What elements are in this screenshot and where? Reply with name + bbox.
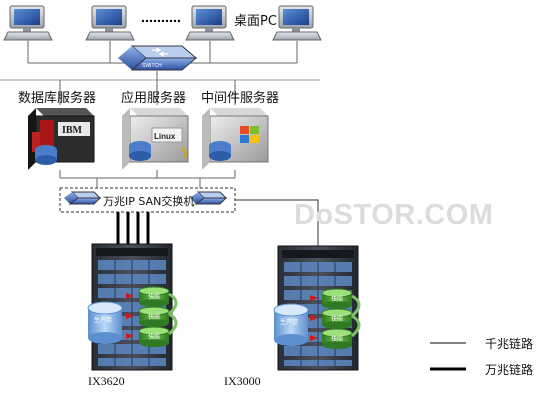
- desktop-pc-icon: [272, 5, 322, 41]
- desktop-pc-icon: [185, 5, 235, 41]
- production-volume-cylinder: [273, 303, 309, 346]
- server-logo-linux: Linux: [154, 132, 176, 141]
- desktop-pc-icon: [85, 5, 135, 41]
- snapshot-group-ix3000: [310, 288, 361, 349]
- lan-switch-icon: [118, 45, 198, 71]
- san-switch-icon: [64, 191, 102, 205]
- application-server-label: 应用服务器: [121, 91, 187, 106]
- desktop-pc-label: 桌面PC: [234, 14, 277, 29]
- snapshot-group-ix3620: [126, 286, 178, 347]
- switch-badge: SWITCH: [142, 63, 162, 69]
- application-server-icon: [122, 108, 189, 170]
- server-logo-ibm: IBM: [62, 125, 83, 136]
- snapshot-label: 快照: [148, 293, 160, 301]
- snapshot-label: 快照: [148, 333, 160, 341]
- san-switch-icon: [190, 191, 228, 205]
- database-server-label: 数据库服务器: [18, 91, 97, 106]
- ellipsis-dots: [141, 19, 181, 23]
- gigabit-link: [235, 199, 319, 246]
- server-san-links: [59, 170, 236, 188]
- production-volume-label: 生产卷: [94, 316, 112, 324]
- snapshot-label: 快照: [148, 313, 160, 321]
- legend-ten-gigabit-label: 万兆链路: [485, 363, 534, 377]
- snapshot-label: 快照: [331, 335, 343, 343]
- desktop-pc-icon: [3, 5, 53, 41]
- middleware-server-icon: [202, 108, 269, 170]
- legend-gigabit-label: 千兆链路: [485, 337, 534, 351]
- snapshot-label: 快照: [331, 295, 343, 303]
- production-volume-label: 生产卷: [280, 318, 298, 326]
- ten-gigabit-links: [116, 212, 150, 244]
- switch-server-links: [59, 71, 236, 105]
- storage-label-ix3000: IX3000: [224, 374, 261, 388]
- watermark: DoSTOR.COM: [294, 199, 494, 231]
- database-server-icon: [28, 108, 95, 170]
- storage-label-ix3620: IX3620: [88, 374, 125, 388]
- san-switch-label: 万兆IP SAN交换机: [103, 195, 195, 208]
- middleware-server-label: 中间件服务器: [201, 91, 280, 106]
- desktop-pc-group: [3, 5, 322, 41]
- snapshot-label: 快照: [331, 315, 343, 323]
- production-volume-cylinder: [87, 301, 123, 344]
